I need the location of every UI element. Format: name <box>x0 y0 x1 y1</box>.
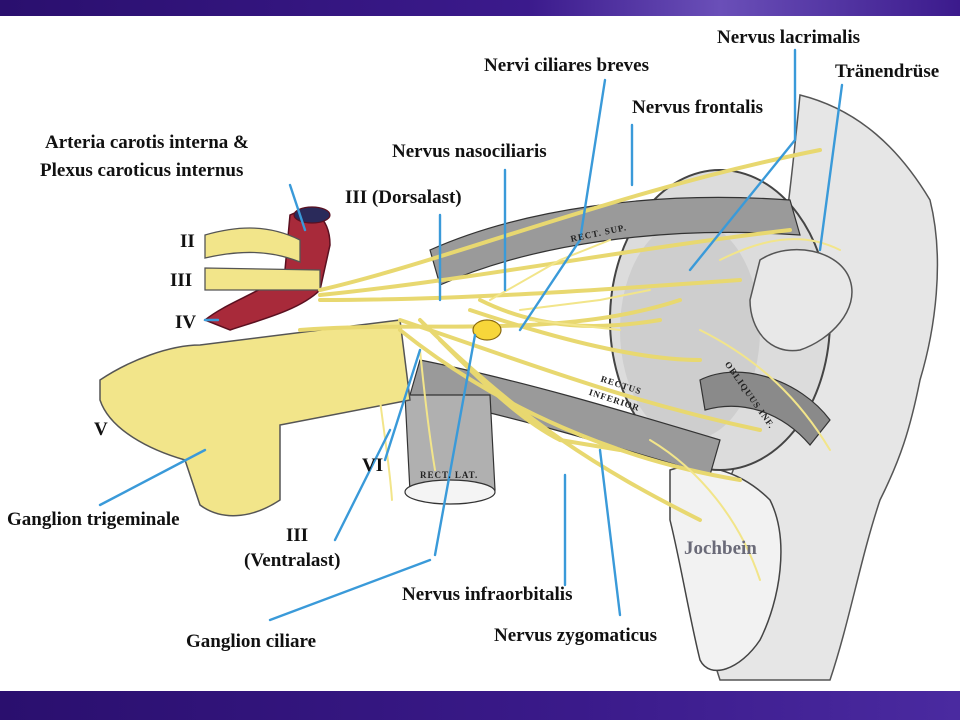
label-ganglion-trigeminale: Ganglion trigeminale <box>7 509 180 530</box>
label-nervus-frontalis: Nervus frontalis <box>632 97 764 118</box>
label-arteria-carotis-line2: Plexus caroticus internus <box>40 160 244 181</box>
nerve-branches-fine <box>379 238 841 581</box>
label-iii-ventralast-text: (Ventralast) <box>244 550 341 571</box>
slide-bottom-bar <box>0 691 960 720</box>
ciliary-ganglion <box>472 319 502 341</box>
label-nervus-infraorbitalis: Nervus infraorbitalis <box>402 584 573 605</box>
label-jochbein: Jochbein <box>684 538 757 559</box>
label-nervi-ciliares-breves: Nervi ciliares breves <box>484 55 649 76</box>
slide-top-bar <box>0 0 960 16</box>
label-ganglion-ciliare: Ganglion ciliare <box>186 631 317 652</box>
lacrimal-gland <box>749 248 853 352</box>
oculomotor-root <box>204 267 321 291</box>
label-roman-v: V <box>94 419 108 440</box>
label-nervus-lacrimalis: Nervus lacrimalis <box>717 27 861 48</box>
label-roman-iii: III <box>170 270 193 291</box>
label-arteria-carotis-line1: Arteria carotis interna & <box>45 132 249 153</box>
orbit-nerve-illustration <box>98 48 939 681</box>
label-traenendruese: Tränendrüse <box>835 61 940 82</box>
label-roman-iv: IV <box>175 312 197 333</box>
label-iii-dorsalast: III (Dorsalast) <box>345 187 462 208</box>
artery-opening <box>293 206 331 224</box>
optic-nerve <box>204 227 301 263</box>
leader-lines <box>98 48 844 622</box>
rect-lat-label: RECT. LAT. <box>420 470 479 480</box>
label-roman-ii: II <box>180 231 195 252</box>
muscle-rectus-superior <box>429 196 801 286</box>
muscle-obliquus-inferior <box>699 371 831 446</box>
label-nervus-zygomaticus: Nervus zygomaticus <box>494 625 658 646</box>
label-iii-ventralast-roman: III <box>286 525 309 546</box>
trigeminal-ganglion <box>99 319 411 517</box>
label-nervus-nasociliaris: Nervus nasociliaris <box>392 141 547 162</box>
label-roman-vi: VI <box>362 455 384 476</box>
muscle-rectus-lateralis-stump <box>404 479 496 505</box>
